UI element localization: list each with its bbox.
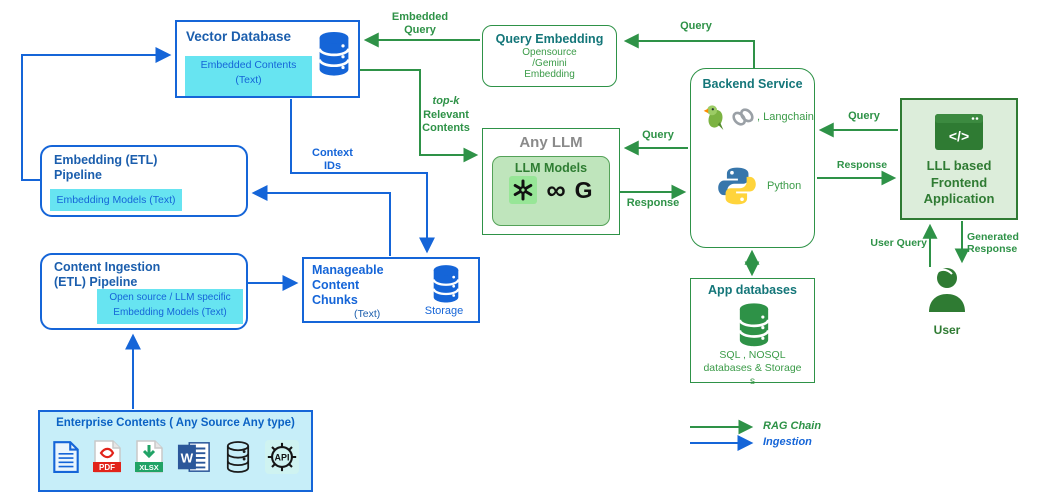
app-databases-node: App databases SQL , NOSQL databases & St… — [690, 278, 815, 387]
edge-label-query-top: Query — [680, 20, 712, 32]
user-icon — [926, 266, 968, 316]
embedding-pipeline-sub: Embedding Models (Text) — [50, 189, 182, 211]
edge-label-context-ids: Context IDs — [312, 147, 353, 172]
legend-rag-chain-label: RAG Chain — [763, 420, 822, 432]
backend-service-node: Backend Service , Langchain — [690, 68, 815, 248]
python-label: Python — [767, 180, 802, 192]
vector-database-title: Vector Database — [186, 29, 292, 44]
green-database-icon — [735, 302, 773, 348]
edge-label-response-llm-backend: Response — [626, 197, 680, 209]
xlsx-icon: XLSX — [134, 440, 164, 474]
storage-icon — [430, 264, 462, 304]
parrot-icon — [702, 103, 729, 130]
backend-service-title: Backend Service — [702, 77, 803, 91]
user-label: User — [933, 323, 961, 337]
query-embedding-title: Query Embedding — [495, 32, 604, 46]
chain-link-icon — [730, 104, 756, 130]
word-icon: W — [177, 440, 211, 474]
db-cylinder-icon — [223, 440, 253, 474]
database-icon — [316, 29, 352, 79]
wire-vectordb-contextids-to-chunks — [290, 99, 435, 254]
content-chunks-node: Manageable Content Chunks (Text) Storage — [302, 257, 480, 323]
content-ingestion-node: Content Ingestion (ETL) Pipeline Open so… — [40, 253, 248, 330]
edge-label-embedded-query: Embedded Query — [391, 11, 449, 36]
app-databases-title: App databases — [708, 283, 797, 297]
svg-text:XLSX: XLSX — [140, 463, 160, 472]
edge-label-generated-response: Generated Response — [967, 231, 1019, 256]
frontend-application-title: LLL based Frontend Application — [923, 158, 995, 207]
wire-chunks-to-embpipeline — [251, 185, 391, 256]
svg-text:</>: </> — [949, 128, 969, 144]
langchain-label: , Langchain — [757, 110, 814, 123]
python-icon — [715, 164, 759, 208]
content-chunks-text: (Text) — [354, 308, 381, 320]
google-icon: G — [574, 177, 593, 203]
svg-text:API: API — [274, 452, 289, 462]
edge-label-query-backend-llm: Query — [642, 129, 674, 141]
llm-models-panel: LLM Models ∞ — [492, 156, 610, 226]
code-window-icon: </> — [934, 113, 984, 151]
svg-text:W: W — [180, 451, 193, 466]
app-databases-sub: SQL , NOSQL databases & Storage s — [703, 349, 802, 387]
content-chunks-title: Manageable Content Chunks — [312, 263, 384, 307]
llm-models-title: LLM Models — [514, 161, 588, 175]
any-llm-title: Any LLM — [519, 134, 583, 151]
wire-backend-to-queryembedding — [623, 33, 755, 68]
any-llm-node: Any LLM LLM Models — [482, 128, 620, 235]
frontend-application-node: </> LLL based Frontend Application — [900, 98, 1018, 220]
openai-icon — [509, 176, 538, 204]
vector-database-node: Vector Database Embedded Contents (Text) — [175, 20, 360, 98]
vector-database-contents: Embedded Contents (Text) — [185, 56, 312, 96]
edge-label-user-query: User Query — [870, 237, 927, 249]
svg-text:PDF: PDF — [99, 463, 115, 472]
storage-label: Storage — [424, 305, 464, 317]
meta-icon: ∞ — [546, 175, 566, 205]
content-ingestion-title: Content Ingestion (ETL) Pipeline — [54, 260, 161, 289]
enterprise-contents-node: Enterprise Contents ( Any Source Any typ… — [38, 410, 313, 492]
edge-label-query-frontend-backend: Query — [848, 110, 880, 122]
document-icon — [52, 440, 80, 474]
edge-label-relevant-contents: Relevant Contents — [422, 109, 470, 134]
embedding-pipeline-title: Embedding (ETL) Pipeline — [54, 153, 158, 182]
api-icon: API — [264, 440, 299, 474]
content-ingestion-sub: Open source / LLM specific Embedding Mod… — [97, 289, 243, 324]
edge-label-response-backend-frontend: Response — [836, 159, 888, 171]
query-embedding-node: Query Embedding Opensource /Gemini Embed… — [482, 25, 617, 87]
query-embedding-sub: Opensource /Gemini Embedding — [522, 47, 577, 81]
edge-label-top-k: top-k — [432, 95, 460, 107]
enterprise-contents-title: Enterprise Contents ( Any Source Any typ… — [56, 417, 295, 429]
legend-ingestion-label: Ingestion — [763, 436, 812, 448]
pdf-icon: PDF — [92, 440, 122, 474]
user-node: User — [925, 266, 969, 337]
embedding-pipeline-node: Embedding (ETL) Pipeline Embedding Model… — [40, 145, 248, 217]
